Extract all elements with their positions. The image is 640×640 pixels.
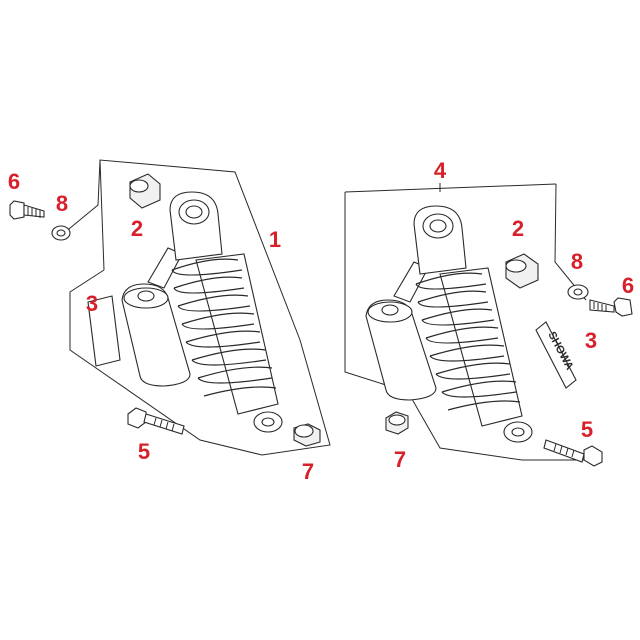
bushing-icon xyxy=(505,253,539,289)
callout-left-6: 6 xyxy=(7,169,21,194)
callout-right-4: 4 xyxy=(433,158,447,183)
shock-absorber-icon xyxy=(121,191,283,433)
left-assembly-outline xyxy=(69,159,331,456)
callout-right-2: 2 xyxy=(511,216,525,241)
callout-right-7: 7 xyxy=(393,447,407,472)
bolt-icon xyxy=(127,407,185,435)
callout-right-5: 5 xyxy=(580,417,594,442)
left-assembly xyxy=(9,159,331,456)
collar-icon xyxy=(293,423,321,447)
decal-icon: SHOWA xyxy=(535,321,577,389)
callout-left-8: 8 xyxy=(55,191,69,216)
decal-icon xyxy=(87,295,121,367)
collar-icon xyxy=(385,411,409,435)
callout-left-2: 2 xyxy=(130,216,144,241)
right-assembly-outline xyxy=(344,192,600,461)
callout-left-7: 7 xyxy=(301,459,315,484)
callout-left-5: 5 xyxy=(137,439,151,464)
bolt-icon xyxy=(543,439,603,467)
callout-left-3: 3 xyxy=(85,291,99,316)
washer-icon xyxy=(567,284,589,300)
callout-right-8: 8 xyxy=(570,249,584,274)
callout-right-3: 3 xyxy=(584,328,598,353)
bushing-icon xyxy=(129,173,161,209)
bolt-icon xyxy=(9,200,45,220)
shock-absorber-icon xyxy=(365,205,533,443)
bolt-icon xyxy=(589,297,633,317)
callout-left-1: 1 xyxy=(268,227,282,252)
callout-right-6: 6 xyxy=(621,273,635,298)
right-assembly-bracket xyxy=(344,183,557,193)
washer-icon xyxy=(51,225,71,241)
